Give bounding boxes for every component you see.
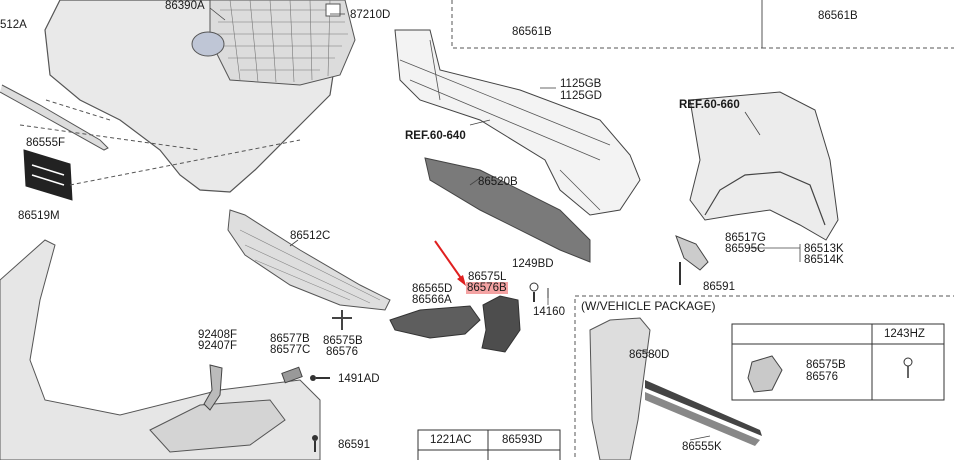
bracket-92408f-shape bbox=[203, 364, 223, 411]
label-86520b: 86520B bbox=[478, 176, 518, 188]
label-86566a: 86566A bbox=[412, 294, 452, 306]
label-14160: 14160 bbox=[533, 306, 565, 318]
label-92408f: 92408F bbox=[198, 329, 238, 341]
label-1125gb: 1125GB bbox=[560, 78, 602, 90]
ref-60-660: REF.60-660 bbox=[679, 99, 740, 111]
strip-86555k-edge bbox=[645, 392, 760, 446]
label-86576: 86576 bbox=[326, 346, 358, 358]
leader-dashes bbox=[19, 99, 301, 186]
package-title: (W/VEHICLE PACKAGE) bbox=[581, 299, 716, 313]
bracket-86576b-shape bbox=[481, 295, 521, 353]
bracket-86517g-shape bbox=[675, 235, 709, 271]
grille-mesh bbox=[216, 0, 348, 83]
label-86576b: 86576B bbox=[466, 282, 508, 294]
label-1249bd: 1249BD bbox=[512, 258, 554, 270]
screw-1491ad-shape bbox=[310, 375, 330, 381]
fog-lamp-shape bbox=[149, 399, 286, 453]
table-col-1221ac: 1221AC bbox=[430, 434, 472, 446]
group-box-86561b-right bbox=[761, 0, 954, 49]
moulding-86555f-shape bbox=[0, 84, 109, 151]
label-86390a: 86390A bbox=[165, 0, 205, 12]
label-86575l: 86575L bbox=[468, 271, 507, 283]
plate-bracket-shape bbox=[23, 149, 73, 201]
label-86517g: 86517G bbox=[725, 232, 766, 244]
label-86591-1: 86591 bbox=[338, 439, 370, 451]
label-86580d: 86580D bbox=[629, 349, 670, 361]
label-86514k: 86514K bbox=[804, 254, 844, 266]
label-92407f: 92407F bbox=[198, 340, 238, 352]
label-1125gd: 1125GD bbox=[560, 90, 602, 102]
lower-grille-shape bbox=[227, 209, 391, 311]
label-86513k: 86513K bbox=[804, 243, 844, 255]
package-table bbox=[731, 323, 945, 401]
label-86595c: 86595C bbox=[725, 243, 766, 255]
vehicle-package-box bbox=[574, 295, 954, 460]
label-86565d: 86565D bbox=[412, 283, 453, 295]
bolt-1249bd-shape bbox=[529, 282, 549, 302]
clip-icon bbox=[747, 355, 783, 393]
bracket-86565d-shape bbox=[389, 305, 481, 339]
label-86577c: 86577C bbox=[270, 344, 311, 356]
carrier-shape bbox=[394, 29, 641, 216]
label-86561b-1: 86561B bbox=[512, 26, 552, 38]
garnish-86580d-shape bbox=[589, 317, 651, 460]
emblem-shape bbox=[191, 31, 225, 57]
absorber-86520b-shape bbox=[424, 157, 591, 263]
group-box-86561b-left bbox=[451, 0, 763, 49]
ref-60-640: REF.60-640 bbox=[405, 130, 466, 142]
label-86576-2: 86576 bbox=[806, 371, 838, 383]
label-512a: 512A bbox=[0, 19, 27, 31]
label-86555k: 86555K bbox=[682, 441, 722, 453]
sensor-cover-shape bbox=[325, 3, 341, 17]
lower-grille-mesh bbox=[239, 229, 381, 304]
label-1491ad: 1491AD bbox=[338, 373, 380, 385]
label-86555f: 86555F bbox=[26, 137, 66, 149]
label-86519m: 86519M bbox=[18, 210, 60, 222]
clip-86575b-shape bbox=[332, 310, 352, 330]
clip-86577b-shape bbox=[281, 366, 303, 384]
label-86561b-2: 86561B bbox=[818, 10, 858, 22]
screw-86591-shape bbox=[312, 435, 318, 452]
fender-shape bbox=[689, 91, 839, 241]
strip-86555k-shape bbox=[645, 380, 762, 436]
label-86591-2: 86591 bbox=[703, 281, 735, 293]
leader-lines bbox=[209, 7, 801, 441]
table-col-86593d: 86593D bbox=[502, 434, 543, 446]
screw-1243hz-icon bbox=[903, 357, 913, 378]
label-86575b: 86575B bbox=[323, 335, 363, 347]
label-86512c: 86512C bbox=[290, 230, 331, 242]
table-header-1243hz: 1243HZ bbox=[884, 328, 925, 340]
label-87210d: 87210D bbox=[350, 9, 391, 21]
label-86577b: 86577B bbox=[270, 333, 310, 345]
label-86575b-2: 86575B bbox=[806, 359, 846, 371]
indicator-arrow bbox=[434, 240, 466, 286]
